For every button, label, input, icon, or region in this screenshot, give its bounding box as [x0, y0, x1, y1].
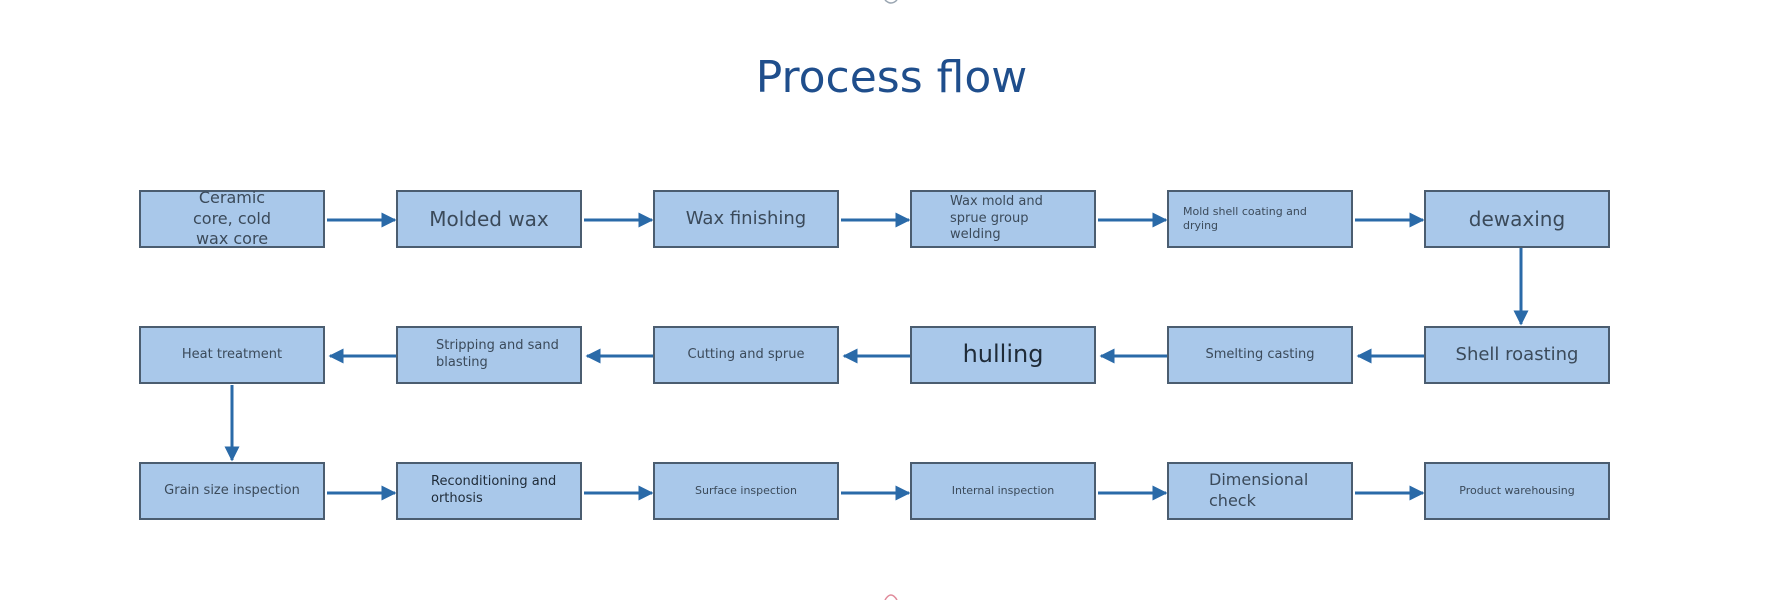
step-dimensional-check: Dimensional check [1167, 462, 1353, 520]
top-edge-mark [884, 0, 898, 4]
diagram-title: Process flow [755, 52, 1028, 103]
step-ceramic-core: Ceramic core, cold wax core [139, 188, 325, 248]
step-wax-mold-welding: Wax mold and sprue group welding [910, 190, 1096, 248]
bottom-edge-mark [884, 594, 898, 600]
step-mold-shell-coating: Mold shell coating and drying [1167, 190, 1353, 248]
step-smelting-casting: Smelting casting [1167, 326, 1353, 384]
step-reconditioning-orthosis: Reconditioning and orthosis [396, 462, 582, 520]
step-heat-treatment: Heat treatment [139, 326, 325, 384]
step-grain-size-inspection: Grain size inspection [139, 462, 325, 520]
step-molded-wax: Molded wax [396, 190, 582, 248]
step-internal-inspection: Internal inspection [910, 462, 1096, 520]
step-stripping-sand-blasting: Stripping and sand blasting [396, 326, 582, 384]
step-product-warehousing: Product warehousing [1424, 462, 1610, 520]
step-dewaxing: dewaxing [1424, 190, 1610, 248]
step-surface-inspection: Surface inspection [653, 462, 839, 520]
step-hulling: hulling [910, 326, 1096, 384]
step-cutting-sprue: Cutting and sprue [653, 326, 839, 384]
step-wax-finishing: Wax finishing [653, 190, 839, 248]
step-shell-roasting: Shell roasting [1424, 326, 1610, 384]
